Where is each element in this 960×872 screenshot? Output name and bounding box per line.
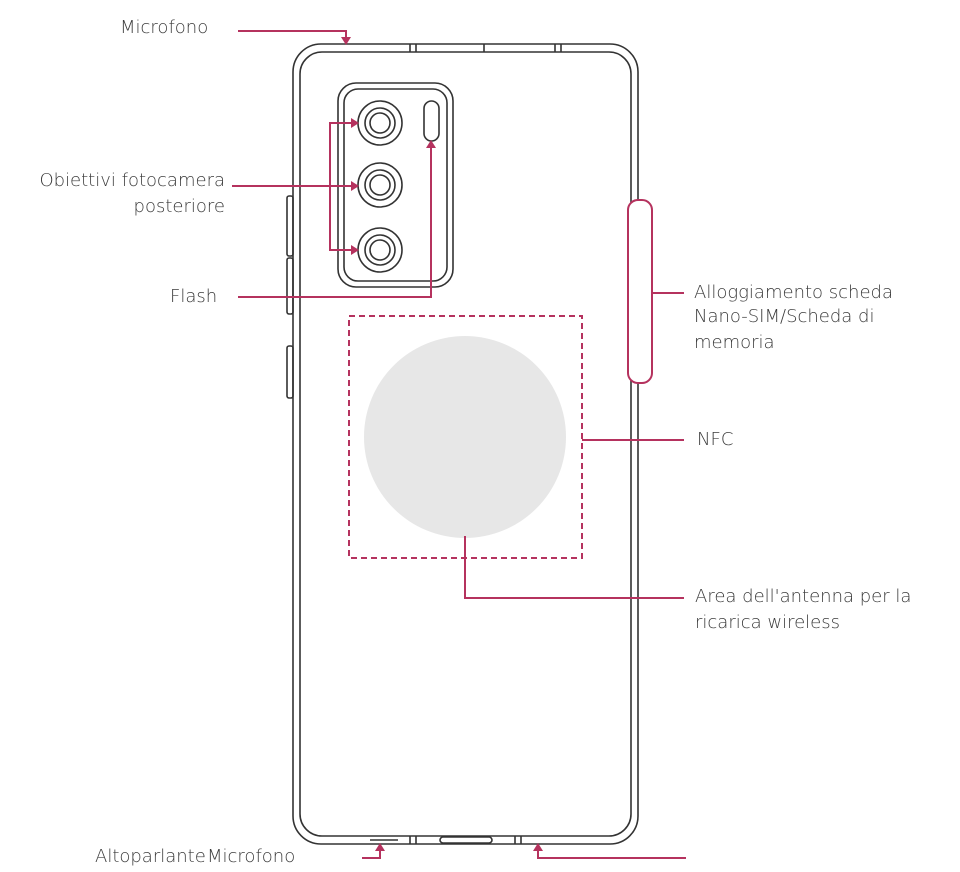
label-microphone-top: Microfono xyxy=(120,17,209,38)
label-speaker: Altoparlante xyxy=(95,846,206,867)
camera-lens-middle xyxy=(357,162,403,208)
wireless-charging-coil xyxy=(364,336,566,538)
camera-flash xyxy=(423,100,440,142)
leader-mic-bottom xyxy=(537,846,686,859)
label-sim-tray-line1: Alloggiamento scheda xyxy=(694,282,893,303)
arrow-flash xyxy=(426,140,436,148)
leader-antenna xyxy=(464,536,684,599)
label-antenna-line2: ricarica wireless xyxy=(695,612,841,633)
label-flash: Flash xyxy=(170,286,218,307)
camera-lens-bottom xyxy=(357,227,403,273)
camera-lens-top xyxy=(357,100,403,146)
leader-lenses xyxy=(232,122,356,251)
label-microphone-bottom: Microfono xyxy=(207,846,296,867)
leader-flash xyxy=(238,143,432,298)
label-sim-tray-line3: memoria xyxy=(694,332,775,353)
phone-body xyxy=(292,43,639,845)
arrow-lens-top xyxy=(351,118,359,128)
leader-mic-top xyxy=(238,30,347,42)
arrow-mic-top xyxy=(341,37,351,45)
label-rear-camera-lenses-line2: posteriore xyxy=(133,196,225,217)
label-nfc: NFC xyxy=(697,429,734,450)
sim-tray xyxy=(627,199,653,384)
arrow-lens-middle xyxy=(351,181,359,191)
arrow-lens-bottom xyxy=(351,245,359,255)
side-buttons xyxy=(286,195,294,399)
label-antenna-line1: Area dell'antenna per la xyxy=(695,586,912,607)
label-rear-camera-lenses-line1: Obiettivi fotocamera xyxy=(39,170,225,191)
arrow-speaker xyxy=(375,843,385,851)
label-sim-tray-line2: Nano-SIM/Scheda di xyxy=(694,306,875,327)
arrow-mic-bottom xyxy=(533,843,543,851)
